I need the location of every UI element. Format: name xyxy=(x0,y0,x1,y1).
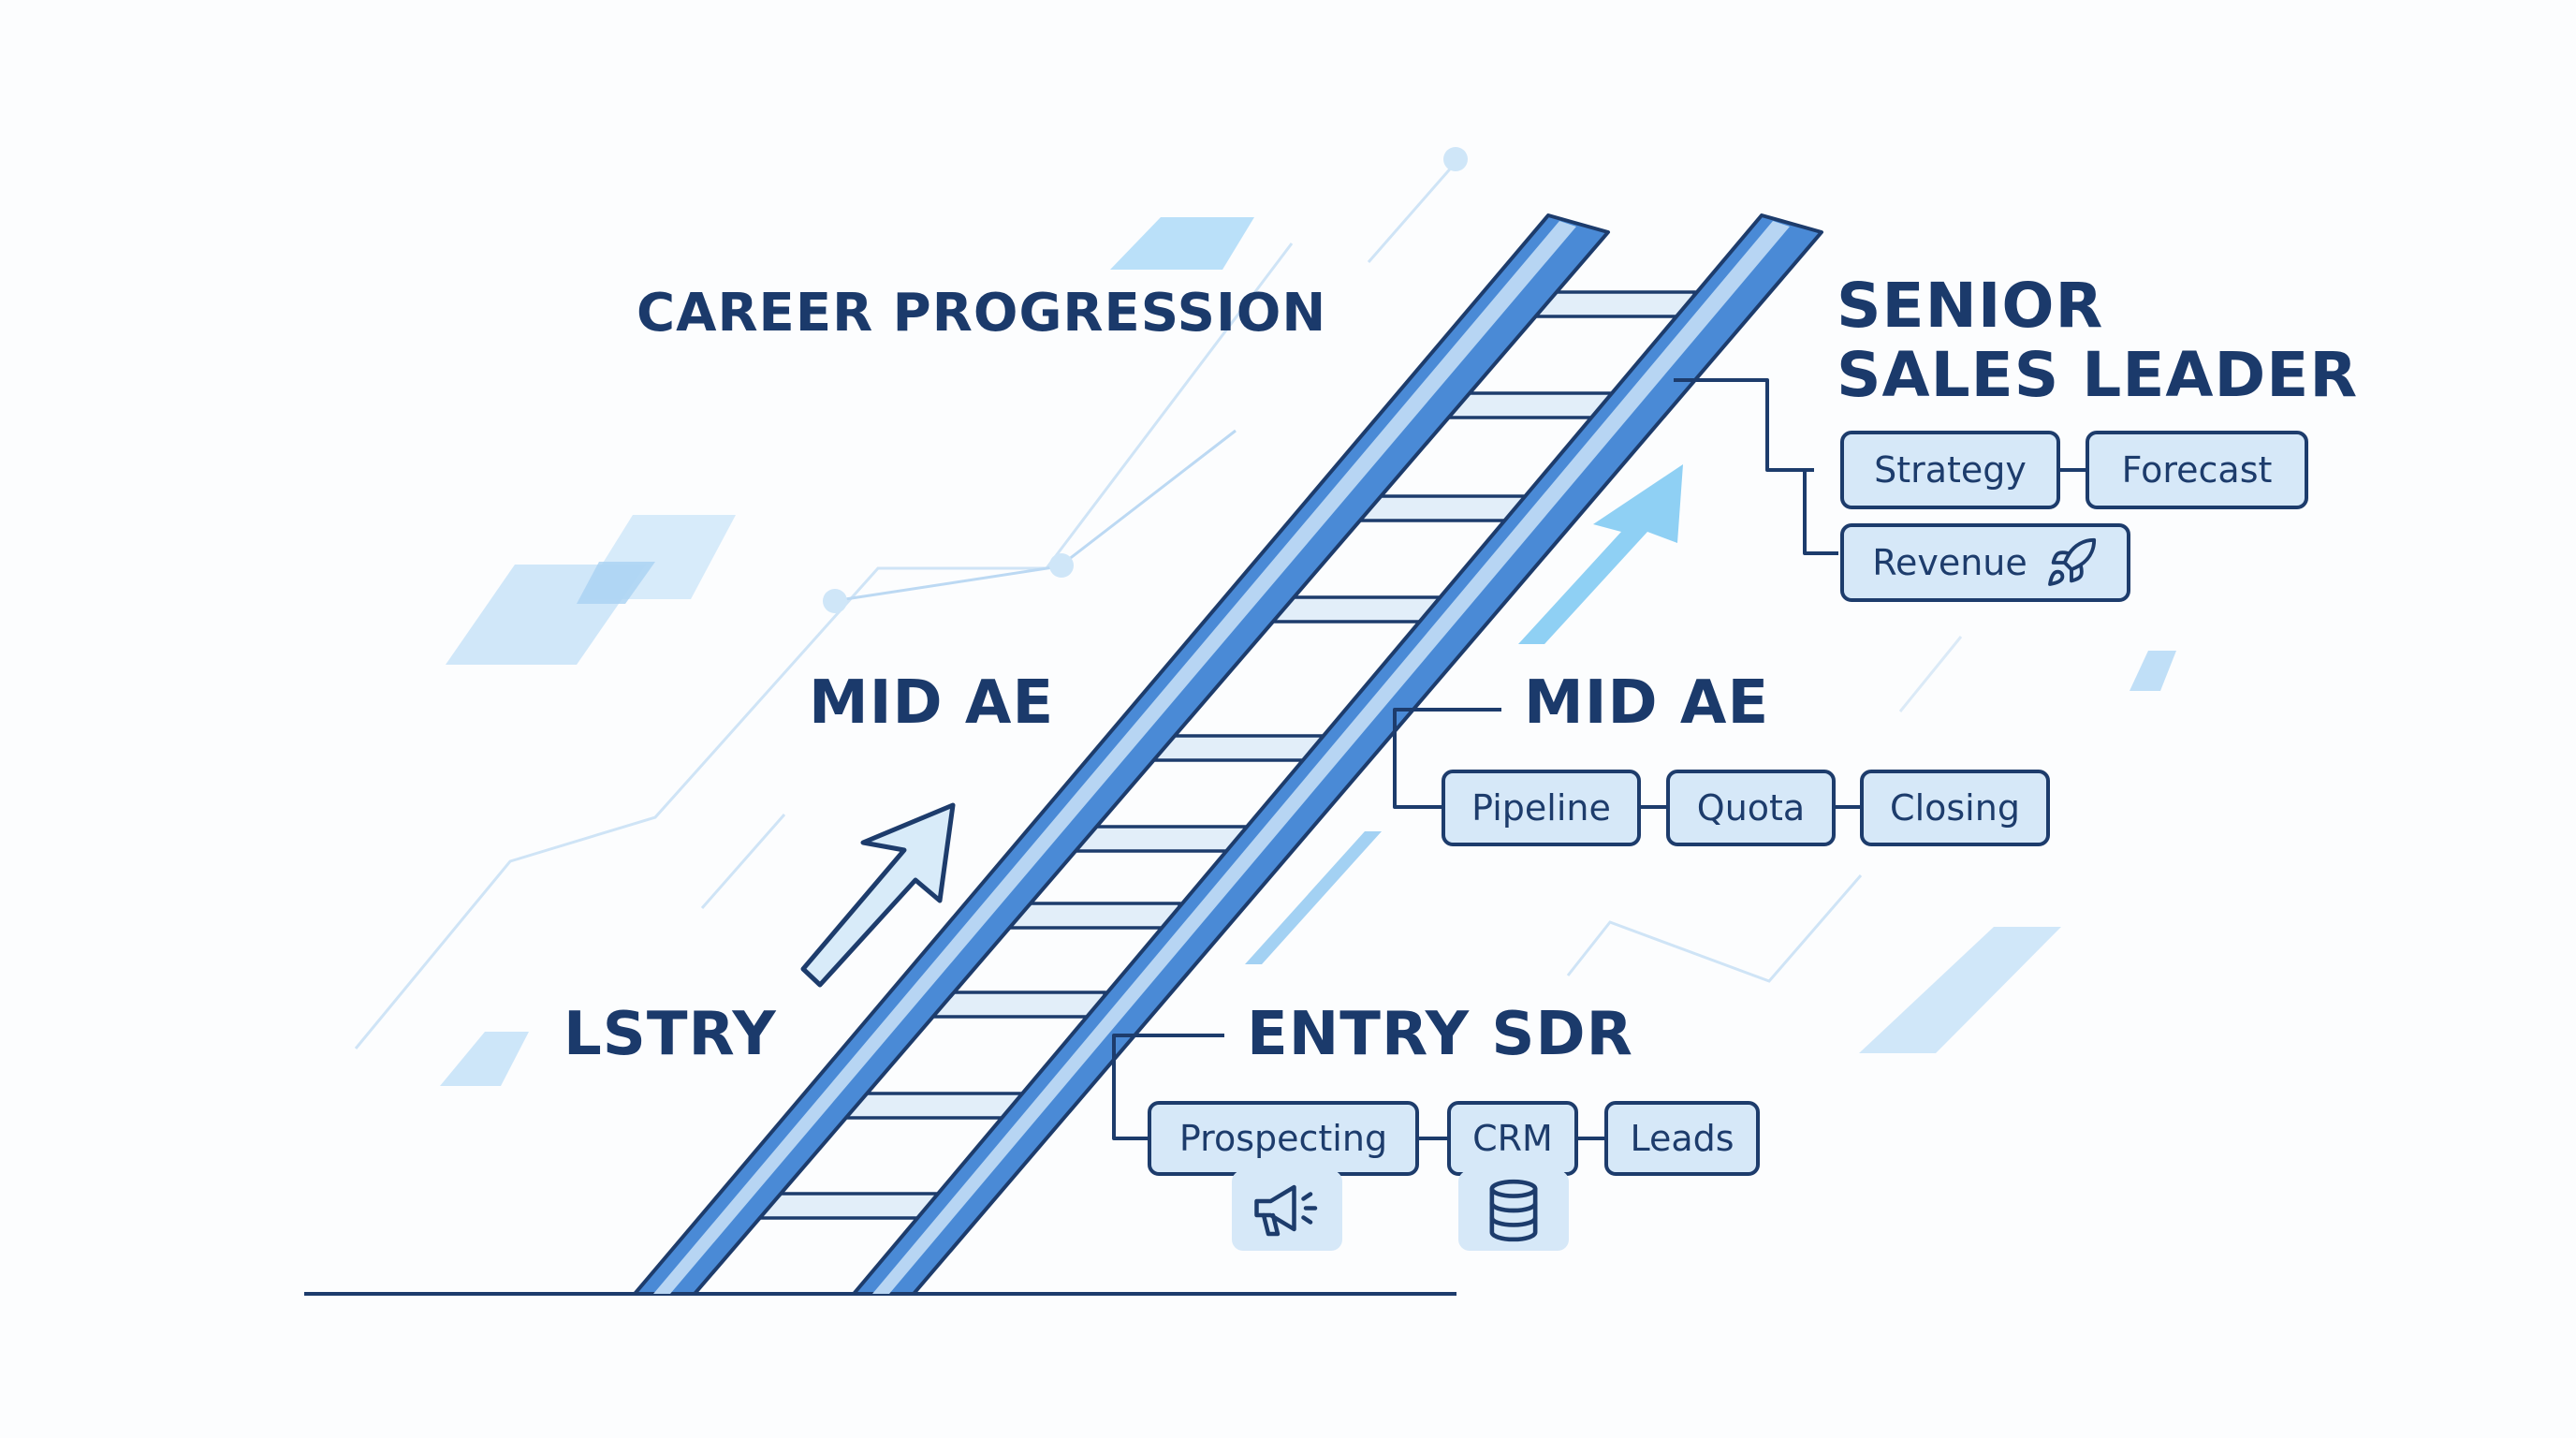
senior-connector xyxy=(1674,378,1814,472)
deco-trend-line xyxy=(1566,874,1863,983)
background-decor xyxy=(354,147,2176,1086)
deco-parallelogram xyxy=(1859,927,2061,1053)
skill-tag-closing: Closing xyxy=(1860,770,2050,846)
skill-tag-strategy: Strategy xyxy=(1840,431,2060,509)
left-mid-label: MID AE xyxy=(809,668,1055,738)
skill-tag-forecast: Forecast xyxy=(2086,431,2308,509)
up-arrow-right xyxy=(1518,464,1683,644)
entry-level-title: ENTRY SDR xyxy=(1247,1000,1633,1069)
deco-parallelogram xyxy=(1110,217,1254,270)
entry-connector xyxy=(1112,1034,1224,1140)
ladder-left-rail xyxy=(633,213,1610,1296)
megaphone-icon xyxy=(1232,1170,1342,1251)
deco-node xyxy=(1049,553,1074,578)
skill-tag-crm: CRM xyxy=(1447,1101,1578,1176)
rocket-icon xyxy=(2044,536,2099,590)
senior-level-title: SENIOR SALES LEADER xyxy=(1837,271,2358,410)
senior-connector-branch xyxy=(1803,470,1838,555)
skill-tag-pipeline: Pipeline xyxy=(1442,770,1641,846)
up-arrow-left xyxy=(800,802,956,988)
deco-stripe xyxy=(1245,831,1382,964)
database-icon xyxy=(1458,1170,1569,1251)
deco-node xyxy=(823,589,847,613)
senior-title-line2: SALES LEADER xyxy=(1837,339,2359,411)
skill-tag-leads: Leads xyxy=(1604,1101,1760,1176)
connectors xyxy=(1112,378,2086,1140)
deco-node xyxy=(1443,147,1468,171)
left-entry-label: LSTRY xyxy=(564,1000,777,1069)
ladder-rails xyxy=(633,213,1823,1296)
diagram-title: CAREER PROGRESSION xyxy=(637,283,1327,344)
mid-connector xyxy=(1393,708,1501,809)
senior-title-line1: SENIOR xyxy=(1837,270,2104,342)
deco-parallelogram xyxy=(440,1032,529,1086)
ladder-right-rail xyxy=(852,213,1823,1296)
deco-trend-line xyxy=(354,242,1294,1049)
deco-parallelogram xyxy=(2130,651,2176,691)
skill-tag-quota: Quota xyxy=(1666,770,1836,846)
mid-level-title: MID AE xyxy=(1524,668,1770,738)
skill-tag-prospecting: Prospecting xyxy=(1148,1101,1419,1176)
deco-line xyxy=(700,814,786,909)
deco-trend-line xyxy=(832,429,1237,603)
skill-tag-revenue: Revenue xyxy=(1840,523,2130,602)
deco-parallelogram xyxy=(577,562,655,604)
ladder-rungs xyxy=(747,290,1696,1220)
deco-line xyxy=(1367,164,1456,263)
deco-line xyxy=(1898,636,1963,712)
skill-label-revenue: Revenue xyxy=(1872,542,2027,583)
